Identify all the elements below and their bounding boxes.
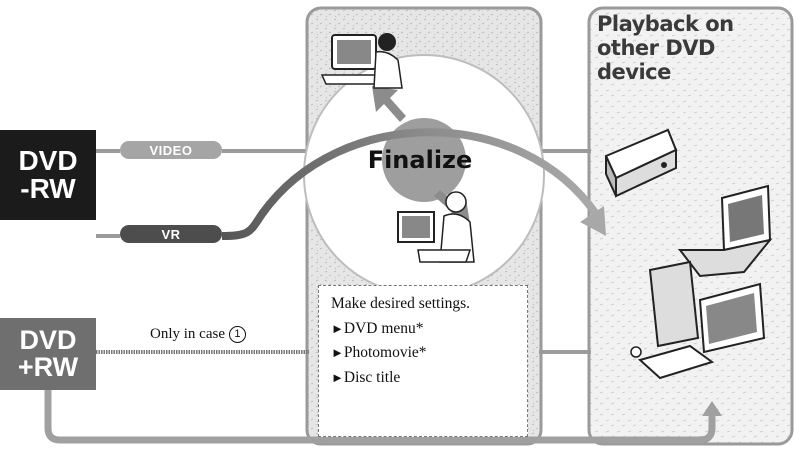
finalize-label: Finalize — [367, 146, 473, 174]
video-mode-label: VIDEO — [120, 141, 222, 159]
cycle-arrow-up — [372, 86, 406, 122]
portable-dvd-player-icon — [677, 184, 773, 278]
dvd-rw-line1: DVD — [18, 145, 78, 176]
bottom-loop-arrow — [44, 390, 716, 444]
settings-heading: Make desired settings. — [331, 295, 471, 312]
dvd-plus-rw-badge: DVD +RW — [0, 318, 96, 390]
vr-mode-label: VR — [120, 225, 222, 243]
dvd-plus-rw-line1: DVD — [19, 325, 77, 355]
dvd-rw-badge: DVD -RW — [0, 130, 96, 220]
vr-arc-arrowhead — [580, 206, 606, 236]
bullet-arrow-icon: ► — [331, 345, 344, 360]
bullet-arrow-icon: ► — [331, 369, 344, 385]
editing-person-icon — [397, 191, 475, 263]
playback-title-line2: other DVD device — [597, 36, 715, 84]
settings-item-label: Photomovie* — [343, 344, 427, 361]
finalize-disc-hub — [382, 118, 466, 202]
tv-viewing-icon — [320, 33, 403, 89]
playback-title-line1: Playback on — [597, 12, 734, 36]
settings-item-label: Disc title — [343, 368, 401, 386]
playback-title: Playback on other DVD device — [597, 12, 787, 84]
case-number-badge: 1 — [228, 326, 246, 343]
dvd-rw-line2: -RW — [20, 173, 76, 204]
bullet-arrow-icon: ► — [331, 320, 344, 336]
settings-item-disc-title: ►Disc title — [331, 369, 527, 394]
bottom-loop-arrowhead — [702, 401, 722, 416]
connectors — [96, 149, 591, 354]
settings-box: Make desired settings. ►DVD menu* ►Photo… — [318, 285, 528, 437]
dvd-plus-rw-line2: +RW — [17, 352, 79, 382]
vr-arc-arrow — [221, 128, 600, 240]
settings-item-label: DVD menu* — [343, 319, 424, 337]
desktop-computer-icon — [630, 260, 766, 380]
settings-item-photomovie: ►Photomovie* — [331, 344, 527, 369]
dvd-player-icon — [604, 128, 678, 198]
settings-item-dvd-menu: ►DVD menu* — [331, 320, 527, 345]
only-in-case-text: Only in case — [150, 326, 225, 342]
